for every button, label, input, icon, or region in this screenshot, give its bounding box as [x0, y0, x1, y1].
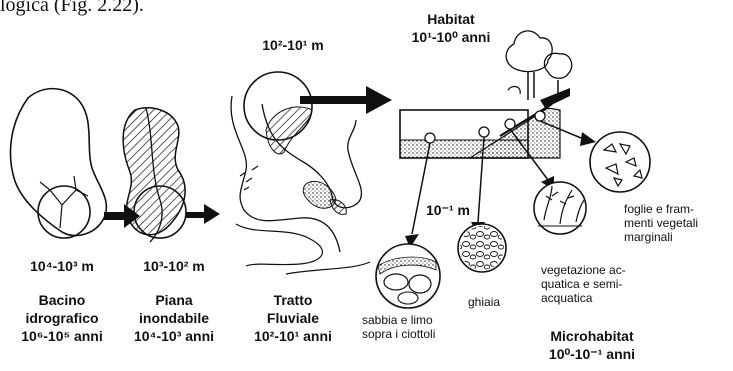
reach-lower-stream	[236, 224, 322, 266]
caption-vegetation-2: quatica e semi-	[541, 277, 622, 291]
catchment-time: 10⁶-10⁵ anni	[4, 328, 120, 345]
catchment-figure	[10, 89, 106, 238]
reach-name-2: Fluviale	[238, 310, 348, 327]
caption-vegetation-1: vegetazione ac-	[541, 263, 626, 277]
habitat-sample-point-3	[505, 119, 515, 129]
reach-scale: 10²-10¹ m	[238, 37, 348, 54]
microhabitat-time: 10⁰-10⁻¹ anni	[528, 346, 656, 363]
caption-leaves-2: menti vegetali	[624, 216, 698, 230]
habitat-sample-point-1	[425, 133, 435, 143]
habitat-time: 10¹-10⁰ anni	[388, 29, 514, 46]
floodplain-figure	[123, 108, 186, 242]
reach-time: 10²-10¹ anni	[232, 328, 354, 345]
habitat-bank-bar	[540, 88, 570, 108]
caption-vegetation-3: acquatica	[541, 291, 592, 305]
reach-bar-hatched	[266, 107, 312, 154]
micro-leaves-circle	[590, 132, 650, 192]
caption-leaves-1: foglie e fram-	[624, 202, 694, 216]
catchment-scale: 10⁴-10³ m	[12, 258, 112, 275]
micro-vegetation-circle	[534, 182, 586, 234]
micro-sand-circle	[376, 244, 440, 308]
catchment-name-1: Bacino	[12, 292, 112, 309]
caption-sand-1: sabbia e limo	[362, 313, 433, 327]
catchment-drainage	[40, 176, 88, 228]
habitat-microscale: 10⁻¹ m	[418, 202, 478, 219]
habitat-sample-point-2	[479, 127, 489, 137]
floodplain-time: 10⁴-10³ anni	[116, 328, 232, 345]
floodplain-name-1: Piana	[124, 292, 224, 309]
reach-bar-lower-hatched	[330, 200, 346, 215]
reach-name-1: Tratto	[238, 292, 348, 309]
catchment-name-2: idrografico	[12, 310, 112, 327]
micro-gravel-circle	[458, 224, 506, 272]
habitat-figure	[400, 31, 572, 158]
caption-sand-2: sopra i ciottoli	[362, 327, 435, 341]
arrow-floodplain-to-reach	[186, 204, 220, 224]
habitat-trees	[506, 31, 572, 100]
caption-leaves-3: marginali	[624, 230, 673, 244]
habitat-title: Habitat	[396, 11, 506, 28]
floodplain-name-2: inondabile	[124, 310, 224, 327]
caption-gravel: ghiaia	[468, 295, 500, 309]
reach-riffle-marks	[240, 166, 258, 190]
catchment-zoom-circle	[38, 186, 90, 238]
habitat-sample-point-4	[535, 111, 545, 121]
floodplain-scale: 10³-10² m	[124, 258, 224, 275]
microhabitat-title: Microhabitat	[532, 328, 652, 345]
arrow-reach-to-habitat	[300, 86, 392, 114]
catchment-outline	[10, 89, 106, 236]
